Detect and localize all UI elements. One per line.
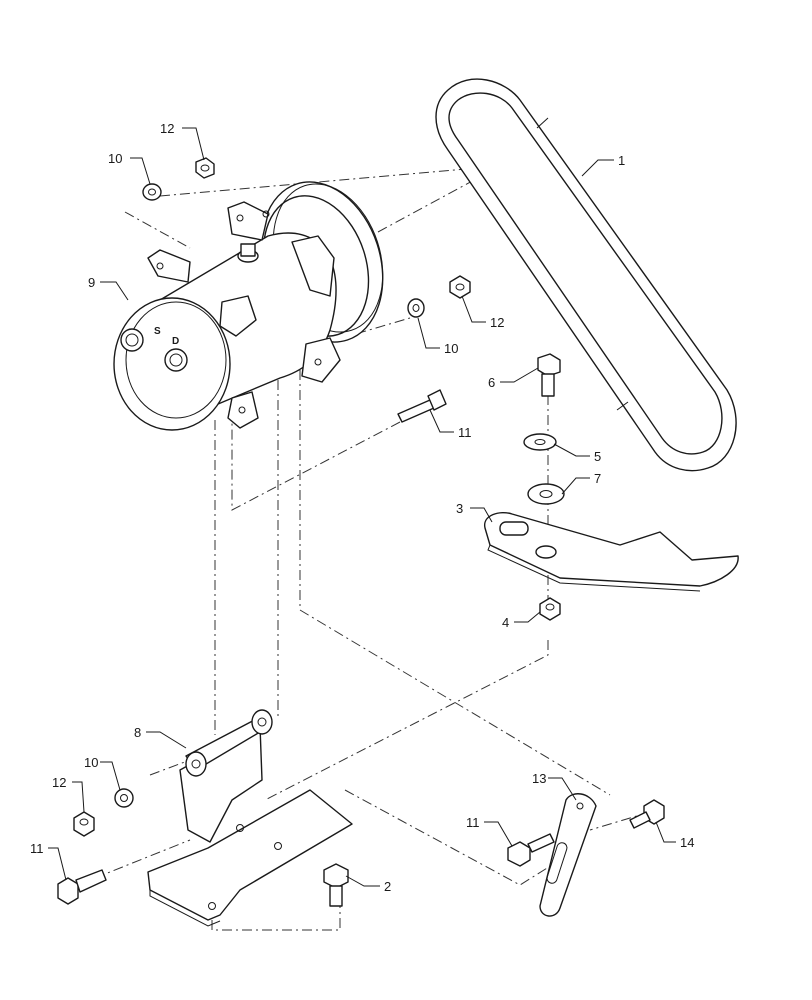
washer-10-lower-left (114, 788, 134, 808)
callout-12-lower-left: 12 (52, 775, 66, 790)
assembly-lines (94, 165, 651, 931)
callout-12-upper-left: 12 (160, 121, 174, 136)
mounting-bracket-8 (147, 709, 353, 927)
slotted-strap-13 (539, 793, 597, 917)
callout-5: 5 (594, 449, 601, 464)
bracket-plate-3 (484, 511, 739, 592)
nut-12-upper-left (195, 157, 215, 179)
ac-compressor: S D (113, 181, 384, 431)
callout-9: 9 (88, 275, 95, 290)
callout-14: 14 (680, 835, 694, 850)
bolt-6 (537, 353, 561, 397)
callout-10-lower-left: 10 (84, 755, 98, 770)
callout-13: 13 (532, 771, 546, 786)
callout-4: 4 (502, 615, 509, 630)
washer-7 (527, 483, 565, 505)
discharge-port-marking: D (172, 336, 179, 347)
washer-10-right (407, 298, 425, 318)
washer-5 (523, 433, 557, 451)
callout-12-right: 12 (490, 315, 504, 330)
nut-12-right (449, 275, 471, 299)
nut-4 (539, 597, 561, 621)
callout-10-upper-left: 10 (108, 151, 122, 166)
callout-1: 1 (618, 153, 625, 168)
washer-10-upper-left (142, 183, 162, 201)
callout-leaders (48, 127, 676, 887)
callout-10-right: 10 (444, 341, 458, 356)
callout-11-lower-left: 11 (30, 841, 44, 856)
bolt-11-lower-right (507, 833, 555, 867)
suction-port-marking: S (154, 326, 161, 337)
drive-belt (435, 78, 737, 472)
callout-7: 7 (594, 471, 601, 486)
callout-numbers: 1 2 3 4 5 6 7 8 9 10 10 10 11 11 11 12 1… (30, 121, 694, 894)
callout-11-lower-right: 11 (466, 815, 480, 830)
nut-12-lower-left (73, 811, 95, 837)
callout-11-upper: 11 (458, 425, 472, 440)
bolt-11-lower-left (57, 869, 107, 905)
callout-3: 3 (456, 501, 463, 516)
callout-6: 6 (488, 375, 495, 390)
bolt-2 (323, 863, 349, 907)
bolt-11-upper (397, 389, 447, 423)
bolt-14 (629, 799, 665, 829)
callout-8: 8 (134, 725, 141, 740)
callout-2: 2 (384, 879, 391, 894)
